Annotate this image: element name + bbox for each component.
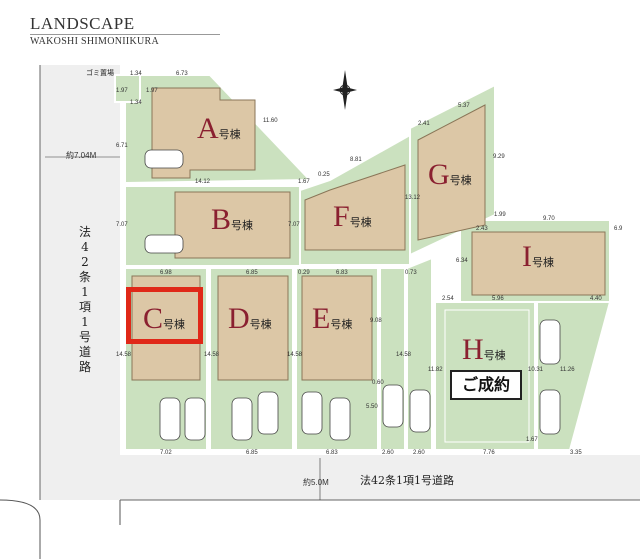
dimension-label: 0.73 <box>405 270 417 276</box>
dimension-label: 1.34 <box>130 100 142 106</box>
dimension-label: 7.02 <box>160 450 172 456</box>
dimension-label: 10.31 <box>528 367 544 373</box>
house-b-label: B号棟 <box>211 203 254 236</box>
house-c-label: C号棟 <box>143 302 186 335</box>
dimension-label: 1.67 <box>298 179 310 185</box>
dimension-label: 14.58 <box>116 352 132 358</box>
dimension-label: 6.83 <box>336 270 348 276</box>
dimension-label: 11.60 <box>263 118 278 124</box>
sold-badge: ご成約 <box>450 370 522 400</box>
dimension-label: 7.76 <box>483 450 495 456</box>
house-f-label: F号棟 <box>333 200 372 233</box>
building-i <box>471 231 606 296</box>
building-g <box>417 104 486 241</box>
dimension-label: 2.60 <box>413 450 425 456</box>
house-h-label: H号棟 <box>462 333 506 366</box>
dimension-label: 2.41 <box>418 121 430 127</box>
dimension-label: 2.43 <box>476 226 488 232</box>
garbage-label: ゴミ置場 <box>86 69 114 77</box>
house-e-label: E号棟 <box>312 302 353 335</box>
car <box>144 234 184 254</box>
dimension-label: 6.71 <box>116 143 128 149</box>
parking-cars <box>144 149 561 441</box>
dimension-label: 14.58 <box>287 352 303 358</box>
dimension-label: 6.85 <box>246 450 258 456</box>
house-d-label: D号棟 <box>228 302 272 335</box>
car <box>159 397 181 441</box>
dimension-label: 3.35 <box>570 450 582 456</box>
dimension-label: 1.34 <box>130 71 142 77</box>
dimension-label: 6.85 <box>246 270 258 276</box>
south-road-label: 法42条1項1号道路 <box>360 474 454 487</box>
dimension-label: 1.97 <box>146 88 158 94</box>
west-road-width: 約7.04M <box>66 151 97 160</box>
building-e <box>301 275 373 381</box>
dimension-label: 2.60 <box>382 450 394 456</box>
house-a-label: A号棟 <box>197 112 241 145</box>
dimension-label: 1.97 <box>116 88 128 94</box>
building-f <box>304 164 406 251</box>
dimension-label: 9.08 <box>370 318 382 324</box>
dimension-label: 5.50 <box>366 404 378 410</box>
building-c <box>131 275 201 381</box>
car <box>329 397 351 441</box>
dimension-label: 14.12 <box>195 179 211 185</box>
car <box>409 389 431 433</box>
dimension-label: 6.73 <box>176 71 188 77</box>
dimension-label: 5.37 <box>458 103 470 109</box>
dimension-label: 0.60 <box>372 380 384 386</box>
dimension-label: 5.96 <box>492 296 504 302</box>
dimension-label: 1.99 <box>494 212 506 218</box>
car <box>184 397 206 441</box>
dimension-label: 6.83 <box>326 450 338 456</box>
house-c-highlight <box>126 287 203 344</box>
dimension-label: 6.9 <box>614 226 623 232</box>
brand-rule <box>30 34 220 35</box>
brand-title: LANDSCAPE <box>30 14 135 33</box>
dimension-label: 6.34 <box>456 258 468 264</box>
dimension-label: 0.25 <box>318 172 330 178</box>
car <box>539 389 561 435</box>
car <box>539 319 561 365</box>
dimension-label: 4.40 <box>590 296 602 302</box>
dimension-label: 0.29 <box>298 270 310 276</box>
dimension-label: 7.07 <box>288 222 300 228</box>
car <box>144 149 184 169</box>
road-area <box>40 65 640 500</box>
south-road-width: 約5.0M <box>303 478 329 487</box>
brand-subtitle: WAKOSHI SHIMONIIKURA <box>30 36 160 47</box>
dimension-label: 2.54 <box>442 296 454 302</box>
brand-block: LANDSCAPE WAKOSHI SHIMONIIKURA <box>30 14 220 47</box>
dimension-label: 7.07 <box>116 222 128 228</box>
dimension-label: 14.58 <box>204 352 220 358</box>
car <box>257 391 279 435</box>
dimension-label: 11.82 <box>428 367 443 373</box>
building-d <box>217 275 289 381</box>
house-g-label: G号棟 <box>428 158 472 191</box>
dimension-label: 9.29 <box>493 154 505 160</box>
dimension-label: 1.67 <box>526 437 538 443</box>
dimension-label: 14.58 <box>396 352 412 358</box>
dimension-label: 8.81 <box>350 157 362 163</box>
dimension-label: 6.98 <box>160 270 172 276</box>
lot-garbage <box>114 74 141 103</box>
house-i-label: I号棟 <box>522 240 554 273</box>
compass-icon <box>333 70 357 110</box>
car <box>301 391 323 435</box>
dimension-label: 9.70 <box>543 216 555 222</box>
car <box>382 384 404 428</box>
dimension-label: 11.26 <box>560 367 575 373</box>
dimension-label: 13.12 <box>405 195 421 201</box>
car <box>231 397 253 441</box>
